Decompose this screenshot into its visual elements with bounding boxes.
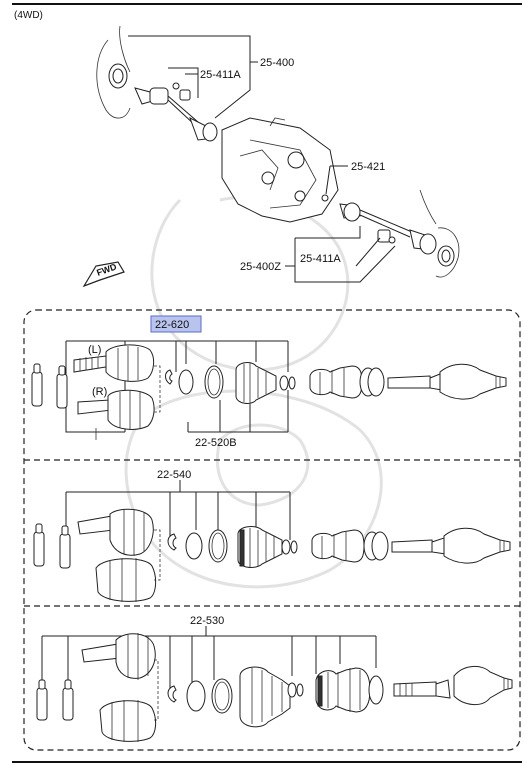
label-25-411a-right: 25-411A (300, 253, 341, 265)
fwd-arrow-icon: FWD (82, 261, 125, 288)
grease-tube (56, 373, 68, 409)
label-22-520b: 22-520B (195, 437, 237, 449)
drive-type-label: (4WD) (14, 10, 43, 21)
grease-tube (31, 371, 43, 407)
upper-assembly (96, 25, 460, 283)
section-2: 22-540 (33, 469, 511, 602)
label-25-400: 25-400 (260, 57, 294, 69)
label-25-400z: 25-400Z (240, 261, 281, 273)
joint-right-mark: (R) (92, 386, 107, 398)
section-3: 22-530 (36, 615, 513, 742)
label-22-540: 22-540 (157, 469, 191, 481)
section-1: 22-620 22-520B (L) (R) (31, 315, 507, 449)
highlight-22-620[interactable] (150, 315, 202, 333)
parts-frame (23, 309, 521, 751)
label-25-411a-left: 25-411A (200, 69, 241, 81)
label-25-421: 25-421 (351, 161, 385, 173)
label-22-620[interactable]: 22-620 (155, 319, 189, 331)
snap-ring (178, 369, 194, 395)
joint-left-mark: (L) (88, 344, 101, 356)
label-22-530: 22-530 (190, 615, 224, 627)
